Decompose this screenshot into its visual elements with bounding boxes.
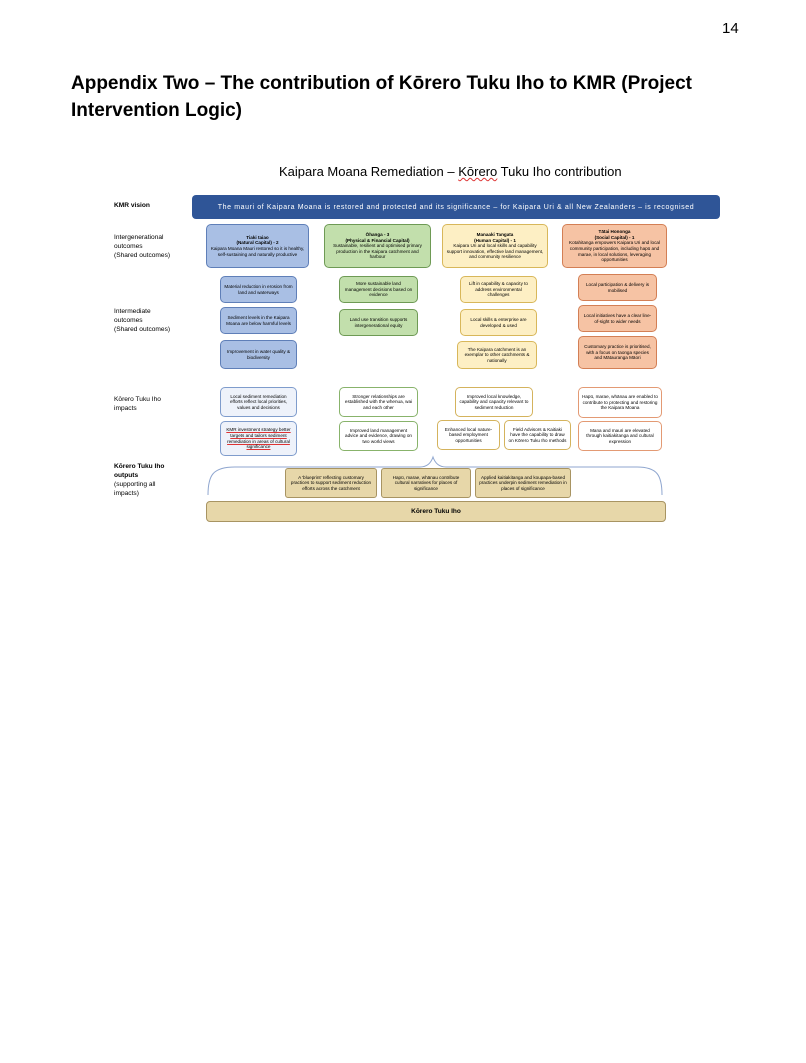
- impact-orange-1: Hapū, marae, whānau are enabled to contr…: [578, 387, 662, 418]
- output-2: Hapū, marae, whānau contribute cultural …: [381, 468, 471, 498]
- kmr-vision-banner: The mauri of Kaipara Moana is restored a…: [192, 195, 720, 219]
- intermediate-yellow-2: Local skills & enterprise are developed …: [460, 309, 537, 336]
- output-3: Applied kaitiakitanga and koupapa-based …: [475, 468, 571, 498]
- row-label-vision: KMR vision: [114, 202, 150, 209]
- impact-yellow-2: Enhanced local nature-based employment o…: [437, 420, 500, 450]
- impact-blue-1: Local sediment remediation efforts refle…: [220, 387, 297, 417]
- impact-blue-2: KMR investment strategy better targets a…: [220, 421, 297, 456]
- impact-green-1: Stronger relationships are established w…: [339, 387, 418, 417]
- intermediate-orange-1: Local participation & delivery is mobili…: [578, 274, 657, 301]
- intermediate-orange-3: Customary practice is prioritised, with …: [578, 336, 657, 369]
- outputs-brace: [207, 455, 663, 496]
- impact-yellow-3: Field Advisors & Kaitiaki have the capab…: [504, 420, 571, 450]
- diagram-title: Kaipara Moana Remediation – Kōrero Tuku …: [279, 164, 622, 179]
- intermediate-green-1: More sustainable land management decisio…: [339, 276, 418, 303]
- impact-yellow-1: Improved local knowledge, capability and…: [455, 387, 533, 417]
- impact-green-2: Improved land management advice and evid…: [339, 421, 418, 451]
- appendix-heading: Appendix Two – The contribution of Kōrer…: [71, 73, 692, 121]
- diagram-title-word: Kōrero: [458, 164, 498, 179]
- korero-tuku-iho-foundation: Kōrero Tuku Iho: [206, 501, 666, 522]
- diagram-title-post: Tuku Iho contribution: [497, 164, 622, 179]
- intermediate-orange-2: Local initiatives have a clear line-of-s…: [578, 305, 657, 332]
- impact-orange-2: Mana and mauri are elevated through kait…: [578, 421, 662, 451]
- intermediate-blue-3: Improvement in water quality & biodivers…: [220, 340, 297, 369]
- intermediate-yellow-1: Lift in capability & capacity to address…: [460, 276, 537, 303]
- outcome-ohanga: Ōhanga - 3(Physical & Financial Capital)…: [324, 224, 431, 268]
- diagram-title-pre: Kaipara Moana Remediation –: [279, 164, 459, 179]
- output-1: A 'blueprint' reflecting customary pract…: [285, 468, 377, 498]
- page-number: 14: [722, 20, 739, 37]
- intermediate-blue-2: Sediment levels in the Kaipara Moana are…: [220, 307, 297, 334]
- intermediate-yellow-3: The Kaipara catchment is an exemplar to …: [457, 341, 537, 369]
- intermediate-blue-1: Material reduction in erosion from land …: [220, 276, 297, 303]
- intermediate-green-2: Land use transition supports intergenera…: [339, 309, 418, 336]
